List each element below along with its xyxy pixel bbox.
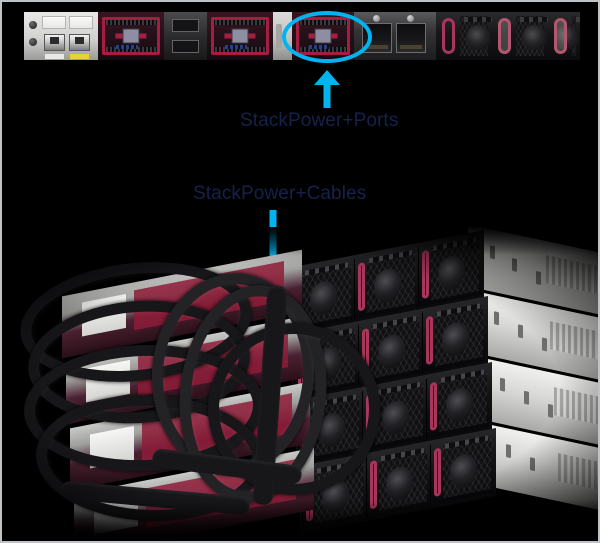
chassis-vent [558, 452, 598, 493]
reset-button-icon [29, 21, 37, 29]
psu-bay [366, 445, 429, 518]
chassis-slot [536, 271, 541, 286]
chassis-slot [524, 390, 529, 405]
psu-bay [418, 234, 481, 307]
module-chip [231, 28, 249, 44]
module-frame [102, 17, 160, 55]
uplink-slot [172, 40, 199, 53]
chassis-slot [506, 444, 511, 459]
port-label [42, 16, 66, 29]
uplink-cage-module [164, 12, 207, 60]
label-stackpower-cables: StackPower+Cables [193, 183, 367, 204]
psu-handle [498, 18, 511, 54]
psu-handle [370, 459, 377, 510]
fan-module [207, 12, 273, 60]
psu-led-row [520, 17, 548, 22]
chassis-slot [500, 377, 505, 392]
thumbscrew-icon [407, 15, 414, 22]
psu-bay [354, 247, 417, 320]
rj45-port [44, 34, 65, 51]
arrow-shaft [323, 83, 331, 108]
management-module [24, 12, 98, 60]
psu-handle [426, 315, 433, 365]
chassis-slot [518, 324, 523, 339]
chassis-slot [530, 457, 535, 472]
chassis-vent [550, 320, 598, 361]
chassis-slot [542, 337, 547, 352]
psu-led-row [464, 17, 492, 22]
psu-bay [422, 300, 485, 373]
fan-module [98, 12, 164, 60]
uplink-slot [172, 19, 199, 32]
ethernet-cable [70, 54, 89, 59]
psu-handle [434, 447, 441, 497]
psu-fan-icon [466, 25, 491, 50]
rj45-port [69, 34, 90, 51]
psu-handle [358, 261, 365, 312]
chassis-slot [494, 311, 499, 326]
psu-handle [442, 18, 455, 54]
chassis-slot [548, 403, 553, 418]
callout-arrow-up-icon [314, 70, 340, 108]
switch-stack-rear-view [2, 227, 598, 537]
power-supply-module [436, 12, 492, 60]
port-label [69, 16, 93, 29]
psu-bay [426, 366, 489, 439]
chassis-slot [490, 245, 495, 260]
module-frame [211, 17, 269, 55]
chassis-vent [554, 386, 598, 427]
power-supply-module [548, 12, 580, 60]
stackpower-port[interactable] [396, 23, 426, 53]
mode-button-icon [29, 38, 37, 46]
psu-handle [422, 249, 429, 299]
thumbscrew-icon [373, 15, 380, 22]
connector-row [116, 45, 138, 49]
psu-led-row [576, 17, 580, 22]
chassis-vent [546, 254, 598, 295]
ethernet-cable [45, 54, 64, 59]
psu-handle [554, 18, 567, 54]
power-supply-module [492, 12, 548, 60]
psu-handle [430, 381, 437, 431]
psu-bay [430, 432, 493, 505]
psu-fan-icon [522, 25, 547, 50]
arrow-head [314, 70, 340, 85]
chassis-slot [512, 257, 517, 272]
label-stackpower-ports: StackPower+Ports [240, 110, 399, 131]
connector-row [225, 45, 247, 49]
stackpower-ports-highlight-ellipse [282, 11, 372, 63]
module-chip [122, 28, 140, 44]
